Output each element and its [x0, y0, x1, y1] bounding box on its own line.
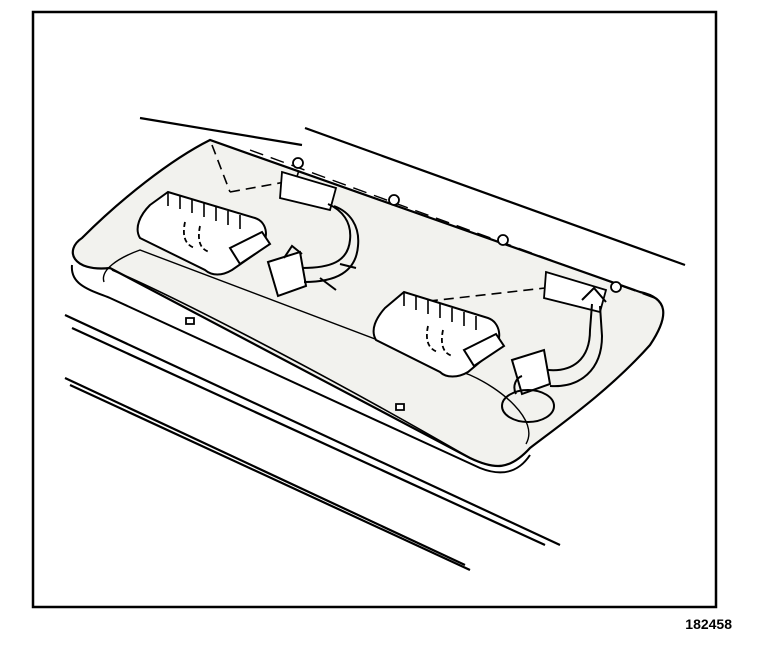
socket-ribs-right — [404, 292, 476, 330]
housing-inner-edge — [112, 270, 470, 458]
harness-loop — [502, 390, 554, 422]
housing-ridge — [250, 150, 660, 300]
screw-1 — [293, 158, 303, 168]
bulb-socket-right — [374, 292, 550, 394]
housing-rim — [103, 250, 528, 444]
clip-slot-2 — [396, 404, 404, 410]
clip-slot-1 — [186, 318, 194, 324]
bracket-plates — [280, 172, 606, 312]
socket-tab-left — [230, 232, 270, 264]
connector-tab-left — [284, 246, 302, 258]
bracket-left — [280, 172, 336, 210]
socket-ribs-left — [168, 192, 240, 229]
socket-tab-right — [464, 334, 504, 366]
socket-face-right — [427, 326, 453, 356]
screw-2 — [389, 195, 399, 205]
screw-3 — [498, 235, 508, 245]
figure-id-label: 182458 — [685, 616, 732, 632]
mounting-screws — [186, 158, 621, 410]
screw-4 — [611, 282, 621, 292]
wiring-harness-right — [502, 288, 606, 422]
housing-front-face — [72, 265, 530, 472]
connector-right — [512, 350, 550, 394]
roof-lines — [65, 118, 685, 570]
socket-face-left — [184, 222, 210, 252]
connector-left — [268, 252, 306, 296]
bulb-socket-left — [138, 192, 306, 296]
wiring-harness-left — [302, 204, 358, 290]
